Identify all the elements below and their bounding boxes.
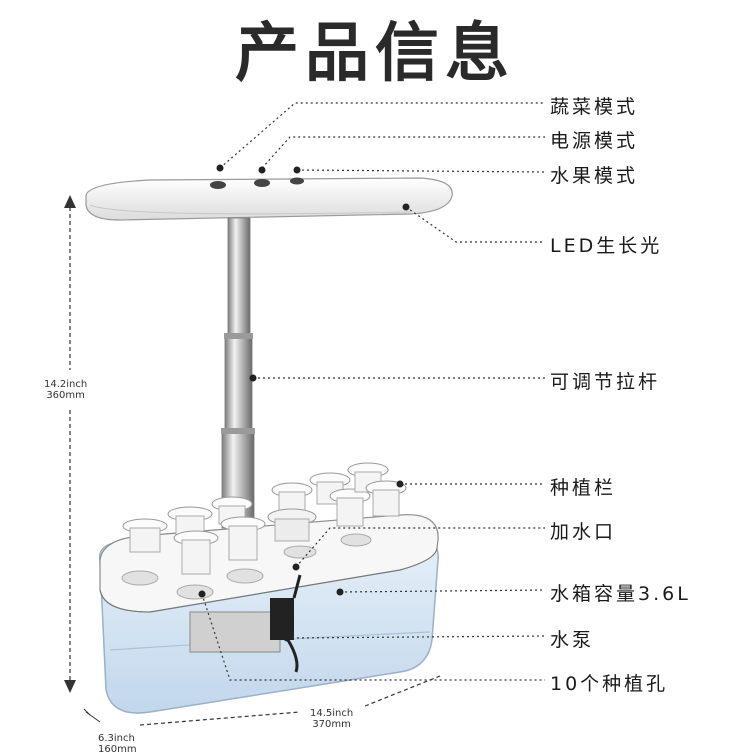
basket-2: [167, 506, 213, 537]
led-lamp-head: [85, 177, 453, 221]
basket-7: [267, 508, 317, 542]
basket-6: [271, 482, 313, 515]
water-pump: [189, 574, 302, 673]
callout-dots: [198, 164, 410, 642]
length-mm: 370mm: [312, 719, 351, 730]
height-mm: 360mm: [46, 390, 85, 401]
callout-water-inlet: 加水口: [550, 521, 617, 543]
callout-led-light: LED生长光: [550, 235, 663, 257]
width-dimension-line: [83, 708, 101, 723]
telescopic-pole: [221, 217, 255, 529]
basket-3: [173, 530, 219, 575]
basket-11: [365, 480, 407, 517]
callout-vegetable-mode: 蔬菜模式: [550, 96, 639, 118]
callout-planting-holes: 10个种植孔: [550, 673, 669, 695]
fruit-mode-button[interactable]: [290, 177, 304, 185]
basket-5: [220, 516, 266, 561]
width-inch: 6.3inch: [98, 733, 135, 744]
planting-baskets: [122, 462, 407, 575]
length-dimension-line: [139, 675, 441, 726]
width-dimension-label: 6.3inch 160mm: [98, 733, 137, 755]
height-inch: 14.2inch: [44, 379, 88, 390]
control-buttons: [210, 177, 304, 189]
power-button[interactable]: [254, 179, 270, 187]
length-dimension-label: 14.5inch 370mm: [310, 708, 353, 730]
basket-1: [122, 518, 168, 553]
length-inch: 14.5inch: [310, 708, 354, 719]
callout-tank-capacity: 水箱容量3.6L: [550, 583, 691, 605]
height-dimension-label: 14.2inch 360mm: [44, 379, 87, 401]
callout-water-pump: 水泵: [550, 629, 595, 651]
callout-power-mode: 电源模式: [550, 130, 639, 152]
callout-leaders: [201, 102, 546, 681]
callout-fruit-mode: 水果模式: [550, 165, 639, 187]
page-title: 产品信息: [235, 17, 515, 91]
callout-planting-rack: 种植栏: [550, 477, 617, 499]
height-dimension-line: [64, 195, 76, 693]
vegetable-mode-button[interactable]: [210, 181, 226, 189]
callout-adjustable-rod: 可调节拉杆: [550, 371, 661, 393]
